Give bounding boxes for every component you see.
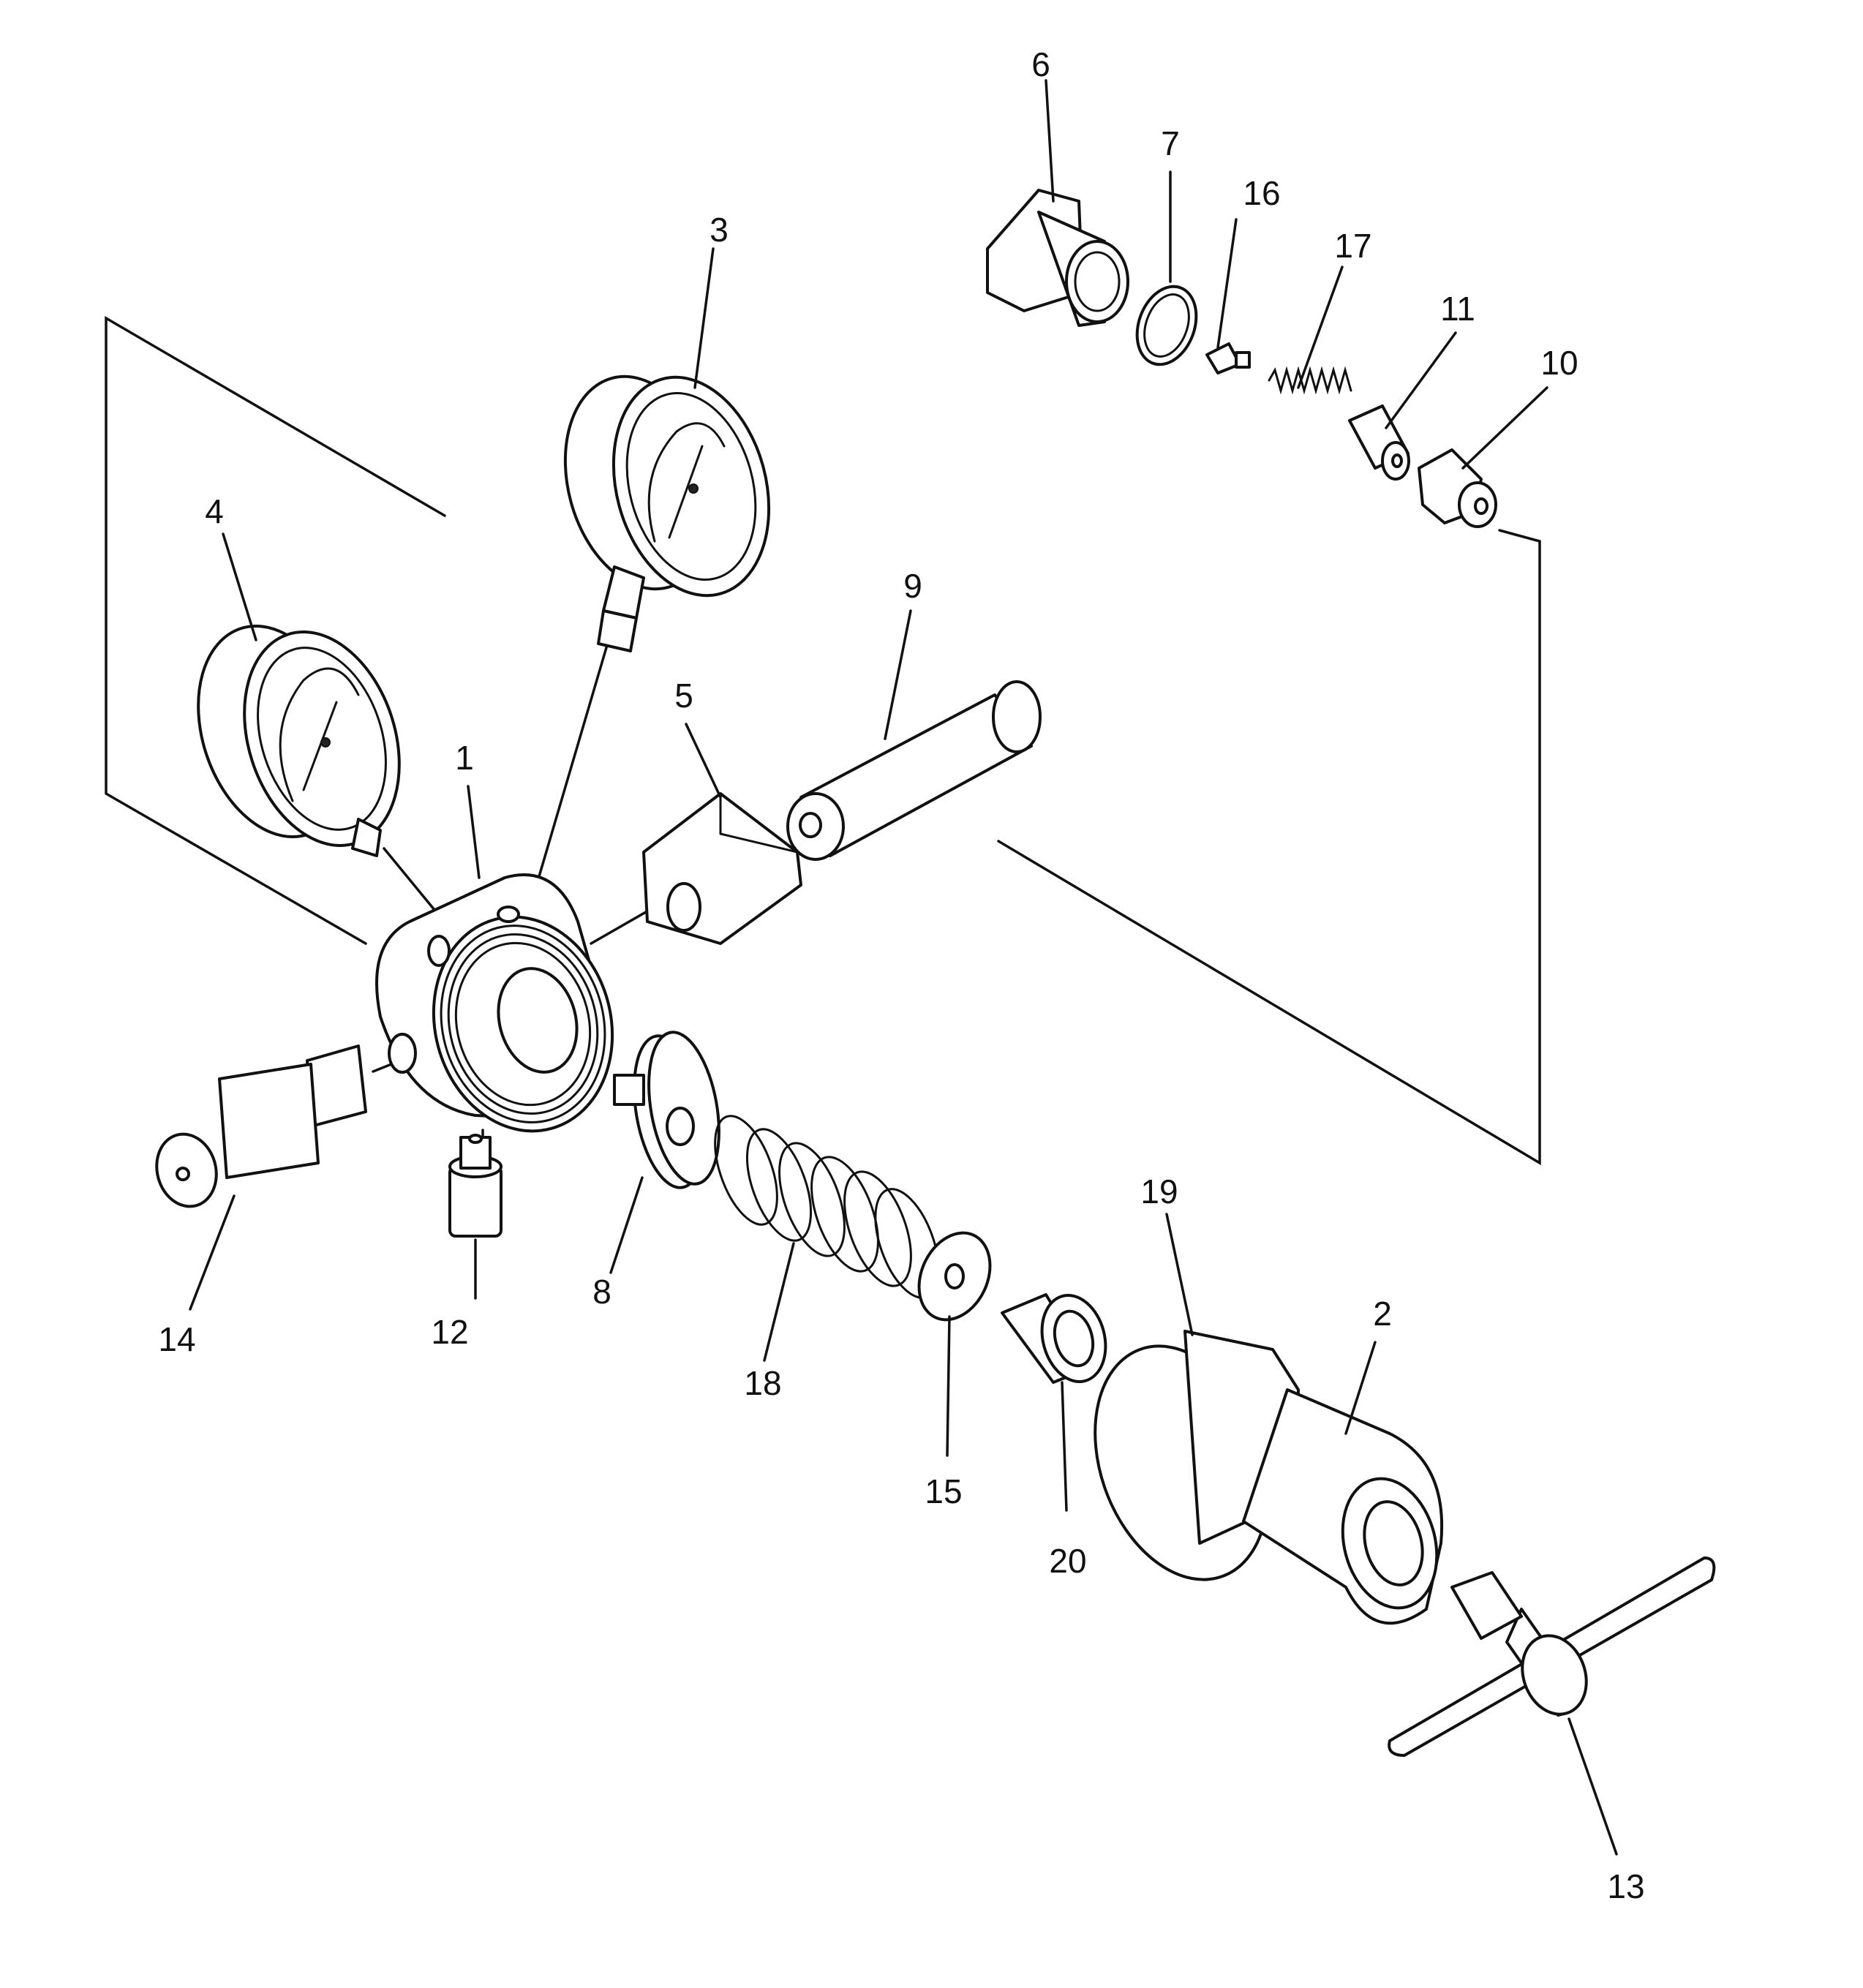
callout-19: 19 bbox=[1140, 1172, 1178, 1211]
callout-20: 20 bbox=[1049, 1542, 1086, 1580]
callout-6: 6 bbox=[1031, 45, 1050, 83]
callout-2: 2 bbox=[1373, 1295, 1392, 1333]
callout-3: 3 bbox=[710, 211, 729, 249]
t-handle-screw-part-13 bbox=[1388, 1556, 1716, 1757]
callout-15: 15 bbox=[925, 1472, 962, 1510]
callout-8: 8 bbox=[592, 1273, 611, 1311]
callout-18: 18 bbox=[744, 1364, 781, 1402]
callout-7: 7 bbox=[1161, 124, 1180, 162]
callout-12: 12 bbox=[431, 1313, 468, 1351]
callout-10: 10 bbox=[1540, 344, 1578, 382]
callout-16: 16 bbox=[1243, 174, 1280, 212]
callout-4: 4 bbox=[205, 492, 224, 530]
regulator-body-part-1 bbox=[375, 873, 614, 1133]
plug-part-12 bbox=[448, 1134, 503, 1238]
gauge-low-pressure-part-4 bbox=[197, 625, 401, 857]
leader-lines bbox=[189, 79, 1618, 1856]
washer-part-15 bbox=[917, 1231, 992, 1322]
bonnet-part-6 bbox=[986, 189, 1129, 327]
inlet-nipple-part-14 bbox=[155, 1044, 367, 1208]
seat-nut-part-10 bbox=[1418, 448, 1497, 528]
valve-seat-part-11 bbox=[1348, 404, 1410, 481]
callout-11: 11 bbox=[1440, 290, 1475, 328]
hex-nut-part-5 bbox=[642, 792, 802, 945]
callout-5: 5 bbox=[674, 677, 693, 715]
callout-13: 13 bbox=[1607, 1867, 1644, 1905]
gauge-high-pressure-part-3 bbox=[563, 374, 771, 652]
callout-1: 1 bbox=[455, 739, 474, 777]
spring-case-part-2 bbox=[1094, 1330, 1444, 1625]
callout-9: 9 bbox=[903, 567, 922, 605]
small-spring-part-17 bbox=[1268, 366, 1352, 395]
tube-part-9 bbox=[786, 680, 1042, 861]
o-ring-part-7 bbox=[1135, 285, 1198, 366]
callout-17: 17 bbox=[1334, 227, 1371, 265]
callout-14: 14 bbox=[158, 1320, 195, 1358]
spring-button-part-20 bbox=[1001, 1293, 1107, 1384]
callout-labels: 1 2 3 4 5 6 7 8 9 10 11 12 13 14 15 16 1… bbox=[158, 45, 1644, 1905]
main-spring-part-18 bbox=[714, 1115, 940, 1299]
diaphragm-plate-part-8 bbox=[613, 1031, 720, 1189]
valve-pin-part-16 bbox=[1205, 342, 1251, 374]
